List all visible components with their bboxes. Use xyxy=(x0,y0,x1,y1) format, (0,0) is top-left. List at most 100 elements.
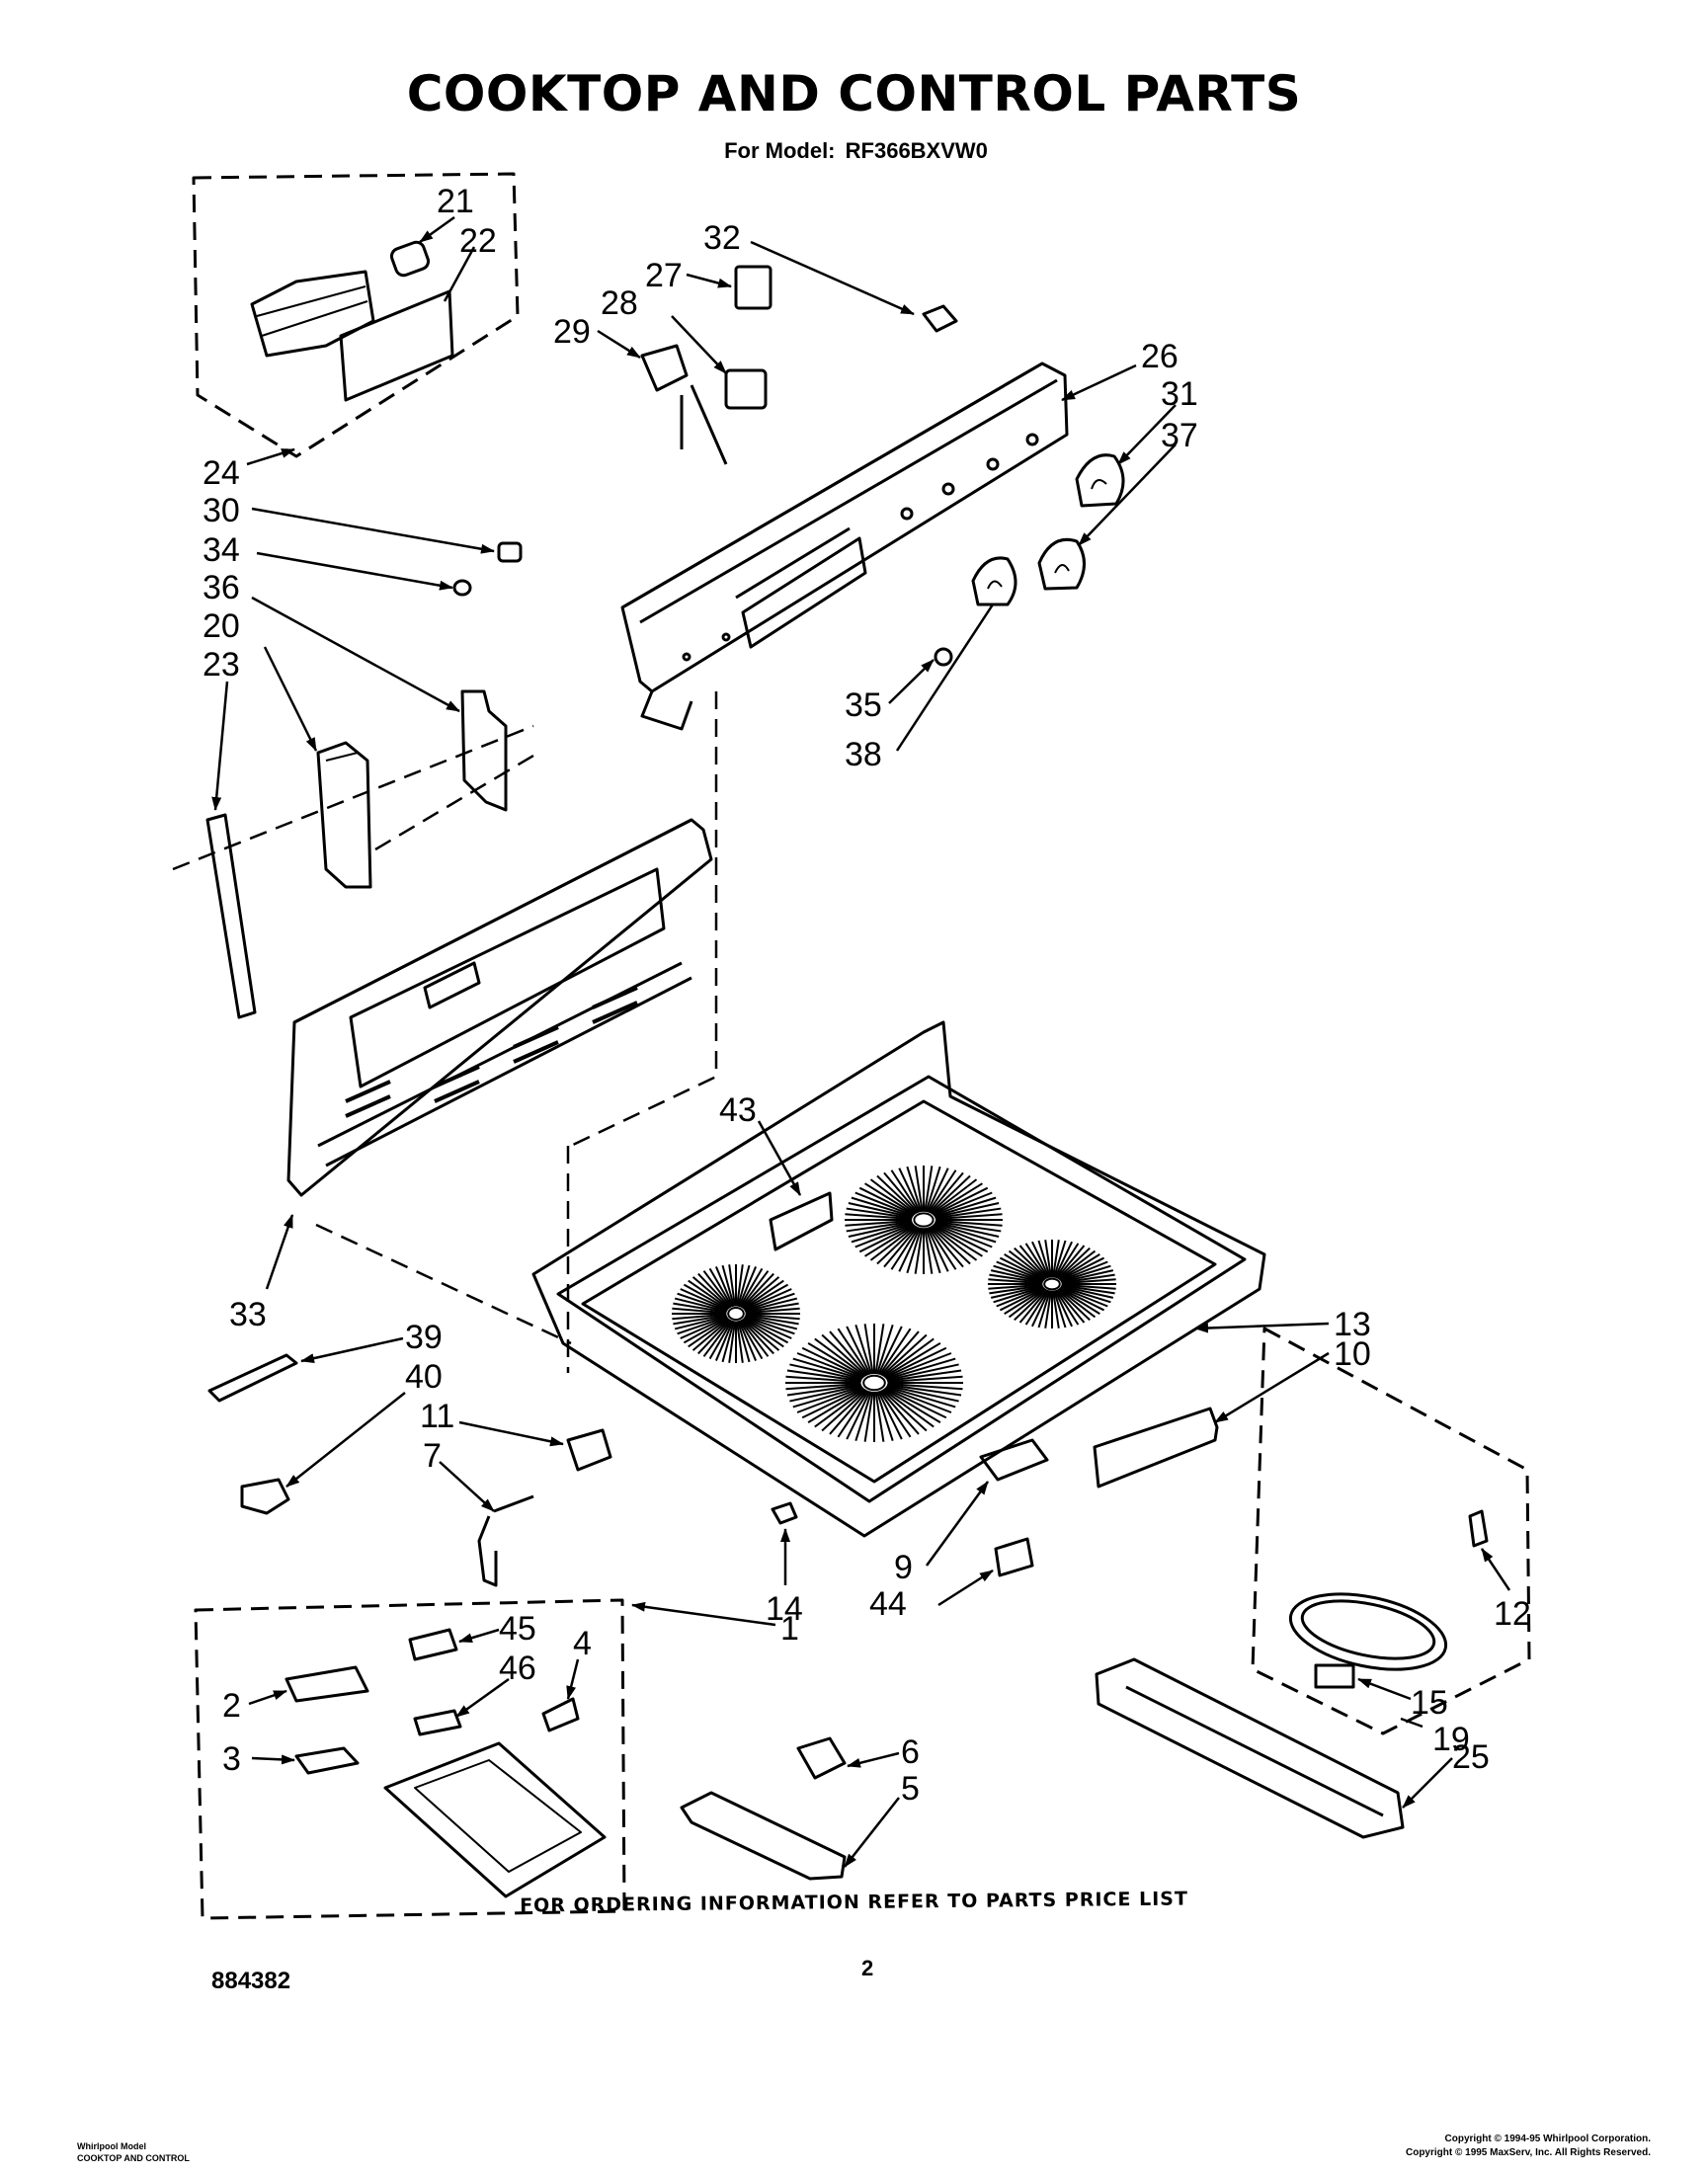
leader-26 xyxy=(1061,363,1137,402)
leader-7 xyxy=(439,1461,495,1512)
part-2 xyxy=(285,1665,369,1703)
model-caption-line-1: Whirlpool Model xyxy=(77,2141,146,2151)
burner-left-front xyxy=(672,1264,800,1363)
callout-34: 34 xyxy=(203,531,240,569)
callout-11: 11 xyxy=(420,1398,454,1435)
callout-36: 36 xyxy=(203,569,240,606)
callout-21: 21 xyxy=(437,183,474,220)
part-34 xyxy=(452,579,472,597)
burner-right-front xyxy=(785,1324,963,1442)
callout-32: 32 xyxy=(703,219,741,257)
leader-29 xyxy=(597,329,641,360)
callout-29: 29 xyxy=(553,313,591,351)
bracket-20 xyxy=(316,741,372,889)
part-9 xyxy=(979,1438,1049,1482)
leader-23 xyxy=(211,681,229,811)
callout-28: 28 xyxy=(601,284,638,322)
page-title: COOKTOP AND CONTROL PARTS xyxy=(406,65,1302,122)
callout-14: 14 xyxy=(766,1590,803,1628)
leader-32 xyxy=(750,240,915,316)
leader-21 xyxy=(419,215,455,244)
callout-40: 40 xyxy=(405,1358,443,1396)
leader-11 xyxy=(458,1420,564,1447)
part-6 xyxy=(796,1736,847,1780)
callout-20: 20 xyxy=(203,607,240,645)
leader-35 xyxy=(888,659,935,704)
callout-10: 10 xyxy=(1334,1335,1371,1373)
callout-2: 2 xyxy=(222,1687,241,1725)
leader-36 xyxy=(251,596,460,713)
part-7 xyxy=(477,1494,534,1587)
leader-31 xyxy=(1117,404,1177,465)
part-40 xyxy=(240,1478,290,1515)
leader-30 xyxy=(251,507,495,554)
part-12 xyxy=(1468,1509,1489,1548)
callout-6: 6 xyxy=(901,1733,920,1771)
leader-24 xyxy=(246,447,295,466)
control-module xyxy=(250,270,375,358)
model-number: RF366BXVW0 xyxy=(845,138,988,163)
model-label: For Model: xyxy=(724,138,836,163)
burner-left-rear xyxy=(845,1166,1003,1274)
leader-1 xyxy=(631,1601,776,1627)
leader-13 xyxy=(1194,1322,1330,1333)
callout-15: 15 xyxy=(1411,1684,1448,1722)
callout-1: 1 xyxy=(780,1610,799,1648)
callout-39: 39 xyxy=(405,1319,443,1356)
bracket-36 xyxy=(460,689,508,812)
part-14 xyxy=(771,1501,798,1525)
callout-23: 23 xyxy=(203,646,240,684)
element-15 xyxy=(1288,1592,1448,1671)
callout-31: 31 xyxy=(1161,375,1198,413)
callout-13: 13 xyxy=(1334,1306,1371,1343)
callout-22: 22 xyxy=(459,222,497,260)
part-46 xyxy=(413,1709,462,1736)
leader-4 xyxy=(566,1658,580,1700)
callout-43: 43 xyxy=(719,1091,757,1129)
page-number: 2 xyxy=(861,1956,874,1980)
document-number: 884382 xyxy=(211,1968,291,1994)
part-39 xyxy=(207,1353,298,1403)
callout-30: 30 xyxy=(203,492,240,529)
callout-38: 38 xyxy=(845,736,882,773)
part-45 xyxy=(408,1628,458,1661)
knob-31 xyxy=(1075,453,1125,508)
cooktop xyxy=(531,1020,1266,1538)
knob-38 xyxy=(971,556,1017,606)
callout-25: 25 xyxy=(1452,1738,1490,1776)
leader-28 xyxy=(671,315,727,374)
part-27 xyxy=(734,265,773,310)
part-4 xyxy=(541,1697,580,1732)
part-11 xyxy=(566,1428,612,1472)
element-box xyxy=(1251,1327,1531,1735)
part-29 xyxy=(640,344,728,465)
leader-43 xyxy=(757,1120,802,1196)
leader-37 xyxy=(1078,443,1177,546)
callout-19: 19 xyxy=(1432,1721,1470,1758)
leader-38 xyxy=(895,604,995,752)
leader-40 xyxy=(285,1392,406,1488)
callout-45: 45 xyxy=(499,1610,536,1648)
callout-9: 9 xyxy=(894,1549,913,1586)
model-caption-line-2: COOKTOP AND CONTROL xyxy=(77,2153,190,2163)
leader-25 xyxy=(1402,1757,1453,1809)
callout-46: 46 xyxy=(499,1650,536,1687)
part-21 xyxy=(389,240,431,278)
leader-10 xyxy=(1214,1351,1330,1424)
copyright-line-2: Copyright © 1995 MaxServ, Inc. All Right… xyxy=(1405,2147,1651,2158)
leader-2 xyxy=(248,1689,287,1706)
burners xyxy=(672,1166,1116,1442)
leader-3 xyxy=(251,1754,295,1765)
part-10 xyxy=(1093,1407,1219,1489)
knob-37 xyxy=(1037,537,1086,591)
leader-33 xyxy=(265,1214,294,1290)
trim-23 xyxy=(205,813,257,1019)
callout-26: 26 xyxy=(1141,338,1179,375)
callout-24: 24 xyxy=(203,454,240,492)
leader-45 xyxy=(458,1628,500,1644)
part-28 xyxy=(724,368,768,410)
leader-9 xyxy=(925,1481,990,1567)
terminal-block-base xyxy=(383,1741,607,1898)
copyright-line-1: Copyright © 1994-95 Whirlpool Corporatio… xyxy=(1444,2134,1652,2144)
